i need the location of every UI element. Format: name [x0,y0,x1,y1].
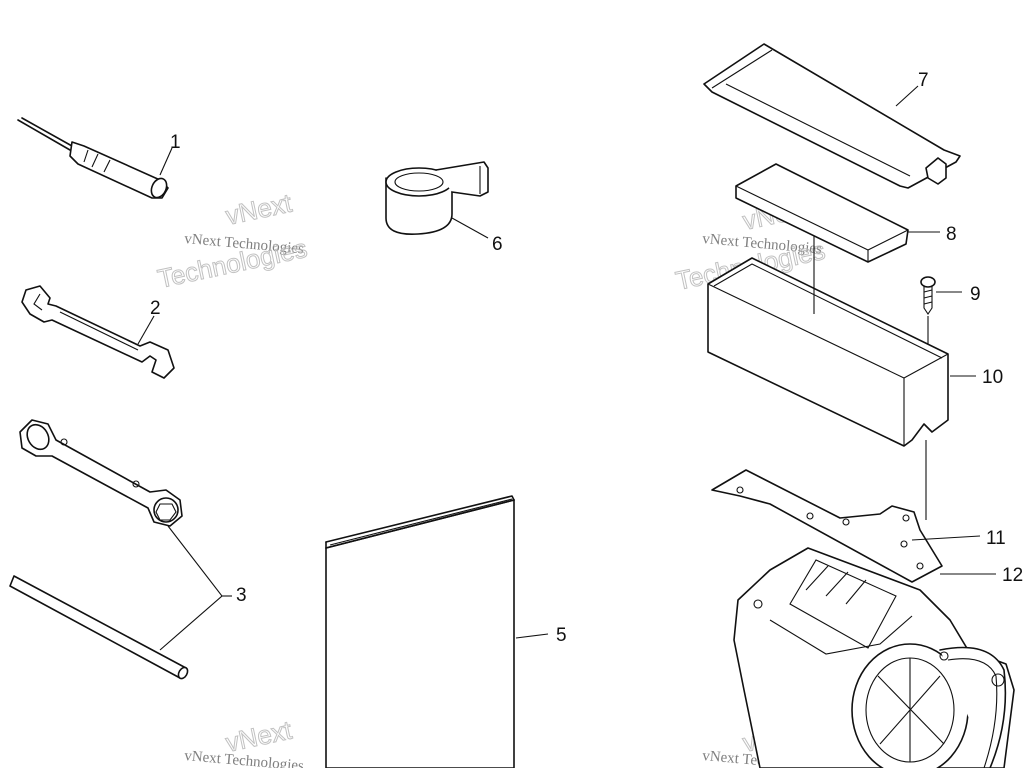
watermark-bottom-left: vNext vNext Technologies [184,714,305,768]
callout-7: 7 [918,70,929,91]
foam-pad [735,163,909,263]
tape-roll [385,161,489,235]
tommy-bar [9,575,189,680]
leader-line [451,217,489,239]
box-wrench [19,419,183,527]
watermark-top-left: vNext vNext Technologies Technologies [155,187,311,294]
tool-box [707,236,949,447]
callout-3: 3 [236,585,247,606]
callout-12: 12 [1002,565,1023,586]
callout-8: 8 [946,224,957,245]
tool-box-cover [703,43,961,189]
screwdriver [17,117,169,199]
callout-1: 1 [170,132,181,153]
housing [733,547,1015,768]
leader-line [159,147,173,176]
callout-10: 10 [982,367,1003,388]
screw [920,276,936,315]
leader-line [515,633,549,639]
leader-line [137,315,155,345]
leader-line [911,535,981,541]
callout-2: 2 [150,298,161,319]
callout-9: 9 [970,284,981,305]
wrench [21,285,175,379]
mounting-bracket [711,469,943,583]
leader-line [895,85,919,107]
leader-line [159,525,223,651]
callout-5: 5 [556,625,567,646]
watermark-text: vNext [223,188,295,231]
owners-manual [325,495,515,768]
callout-11: 11 [986,528,1006,549]
callout-6: 6 [492,234,503,255]
